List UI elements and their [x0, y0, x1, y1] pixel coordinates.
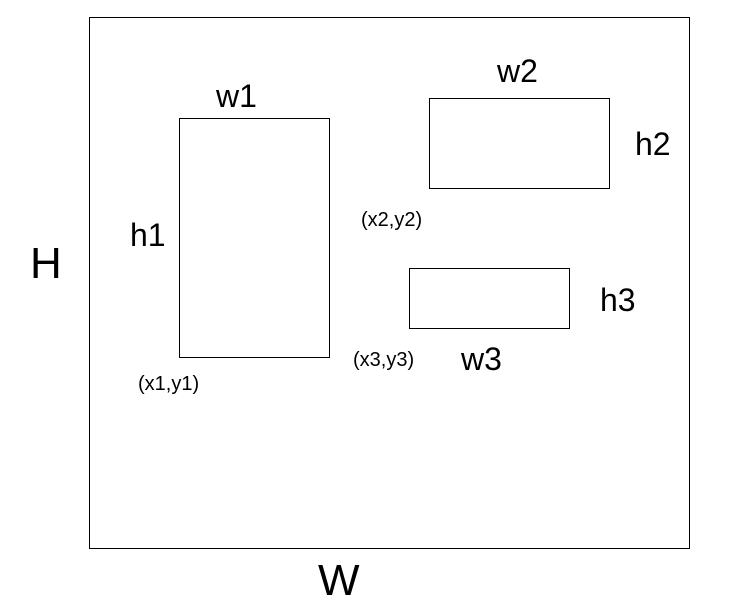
rectangle-2-corner-label: (x2,y2) — [361, 209, 423, 231]
rectangle-3-width-label: w3 — [461, 341, 502, 377]
outer-width-label: W — [318, 556, 360, 605]
rectangle-3 — [409, 268, 570, 329]
rectangle-1 — [179, 118, 330, 358]
rectangle-3-corner-label: (x3,y3) — [353, 349, 415, 371]
rectangle-2-height-label: h2 — [635, 126, 671, 162]
rectangle-3-height-label: h3 — [600, 282, 636, 318]
outer-canvas-frame — [89, 17, 690, 549]
rectangle-1-height-label: h1 — [130, 217, 166, 253]
rectangle-1-width-label: w1 — [216, 78, 257, 114]
outer-height-label: H — [30, 239, 62, 288]
rectangle-1-corner-label: (x1,y1) — [138, 373, 200, 395]
rectangle-2 — [429, 98, 610, 189]
rectangle-2-width-label: w2 — [497, 53, 538, 89]
